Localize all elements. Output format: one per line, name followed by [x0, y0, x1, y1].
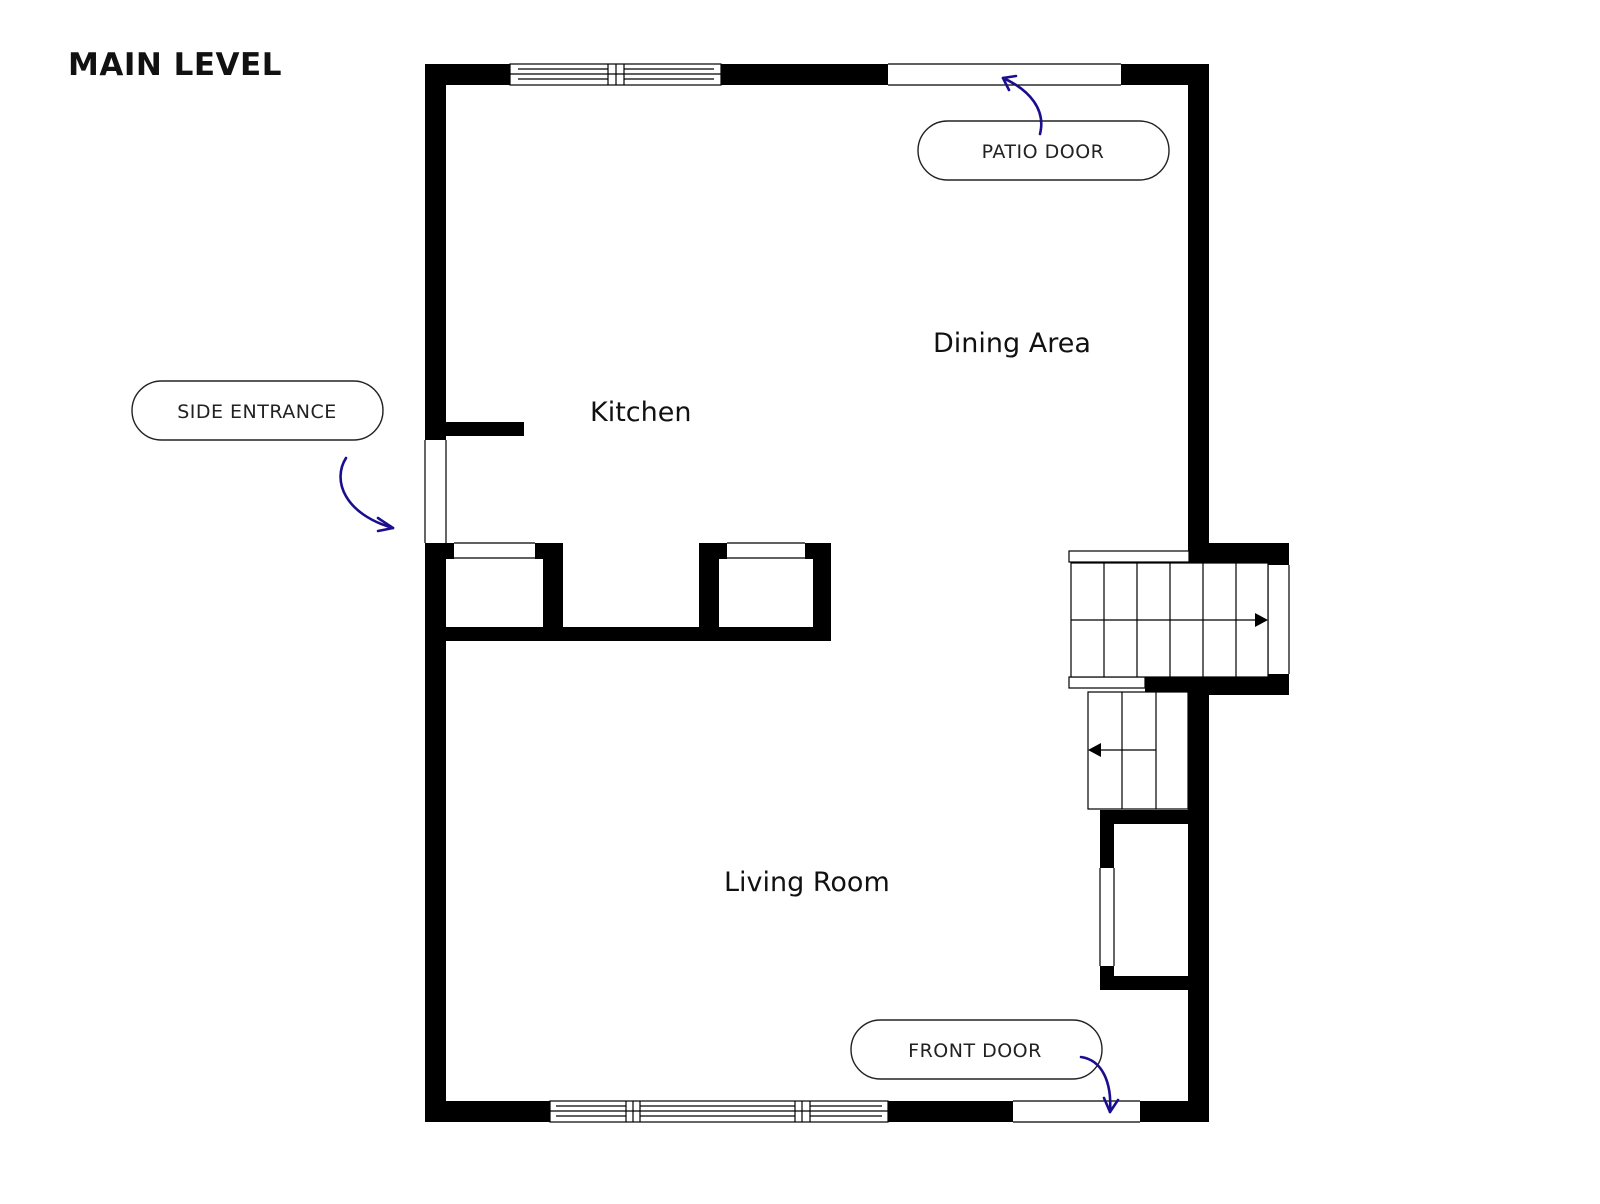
- bottom-wall-left: [425, 1101, 550, 1122]
- interior-walls: [425, 422, 1290, 990]
- callout-side-entrance: SIDE ENTRANCE: [131, 380, 384, 441]
- top-window: [509, 63, 722, 86]
- triangle-arrow-icon: [1255, 613, 1268, 627]
- front-door-opening: [1013, 1100, 1140, 1123]
- closet-right-top-wall: [1100, 810, 1188, 824]
- bumpout-bottom-wall: [1145, 677, 1289, 695]
- bottom-window: [549, 1100, 889, 1123]
- right-wall-lower: [1188, 692, 1209, 1122]
- right-wall-upper: [1188, 64, 1209, 550]
- room-label-living-room: Living Room: [724, 867, 890, 898]
- curved-arrow-icon: [1079, 1055, 1120, 1114]
- room-label-kitchen: Kitchen: [590, 397, 691, 428]
- bottom-wall-right: [1140, 1101, 1209, 1122]
- curved-arrow-icon: [1001, 74, 1043, 136]
- closet-divider-right: [813, 543, 831, 641]
- top-wall-middle: [721, 64, 888, 85]
- patio-door-opening: [888, 63, 1121, 86]
- room-label-dining-area: Dining Area: [933, 328, 1091, 359]
- callout-patio-door-label: PATIO DOOR: [982, 141, 1105, 163]
- callout-side-entrance-label: SIDE ENTRANCE: [177, 401, 337, 423]
- bottom-wall-middle: [888, 1101, 1013, 1122]
- page-title: MAIN LEVEL: [68, 47, 282, 83]
- closet-divider-left: [543, 543, 563, 641]
- top-wall-left: [425, 64, 510, 85]
- closet-right-bottom-wall: [1100, 976, 1188, 990]
- callout-front-door: FRONT DOOR: [850, 1019, 1103, 1080]
- curved-arrow-icon: [339, 456, 395, 533]
- left-wall-upper: [425, 64, 446, 440]
- lower-stairs: [1087, 691, 1189, 810]
- closet-divider-middle: [699, 543, 719, 641]
- kitchen-stub-wall: [446, 422, 524, 436]
- outer-walls: [425, 64, 1209, 1122]
- callout-front-door-label: FRONT DOOR: [908, 1040, 1042, 1062]
- upper-stairs: [1068, 550, 1269, 689]
- side-entrance-opening: [424, 440, 447, 543]
- callout-patio-door: PATIO DOOR: [917, 120, 1170, 181]
- bumpout-top-wall: [1188, 543, 1289, 564]
- triangle-arrow-icon: [1088, 743, 1101, 757]
- left-wall-lower: [425, 543, 446, 1122]
- closet-base-wall: [425, 627, 831, 641]
- top-wall-right: [1121, 64, 1209, 85]
